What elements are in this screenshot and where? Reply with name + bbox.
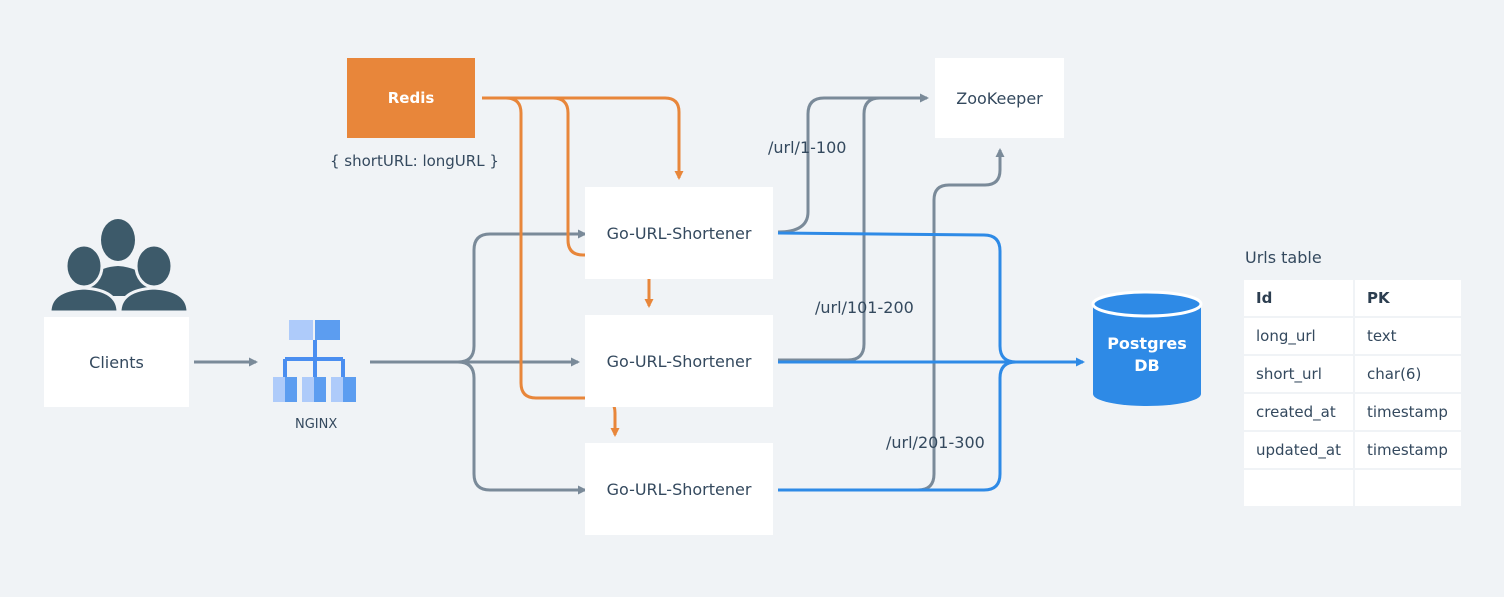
zookeeper-label: ZooKeeper	[956, 88, 1043, 108]
postgres-label: Postgres DB	[1093, 333, 1201, 377]
redis-note: { shortURL: longURL }	[330, 152, 499, 170]
nginx-label: NGINX	[295, 417, 338, 432]
postgres-label-line1: Postgres	[1107, 334, 1187, 353]
arrows-shorteners-zookeeper	[777, 93, 1005, 492]
table-cell: PK	[1354, 280, 1461, 316]
arrows-shorteners-postgres	[777, 231, 1085, 492]
table-cell: updated_at	[1244, 432, 1353, 468]
table-cell: text	[1354, 318, 1461, 354]
table-cell: char(6)	[1354, 356, 1461, 392]
shortener-node-1: Go-URL-Shortener	[585, 187, 773, 279]
table-title: Urls table	[1245, 248, 1322, 267]
users-icon	[48, 219, 190, 314]
range-label-2: /url/101-200	[815, 298, 914, 317]
database-icon	[1091, 290, 1203, 406]
table-cell: Id	[1244, 280, 1353, 316]
table-cell: timestamp	[1354, 394, 1461, 430]
table-cell	[1354, 470, 1461, 506]
range-label-3: /url/201-300	[886, 433, 985, 452]
zookeeper-node: ZooKeeper	[935, 58, 1064, 138]
table-row: Id PK	[1244, 280, 1461, 316]
shortener-label-2: Go-URL-Shortener	[606, 351, 752, 371]
shortener-node-3: Go-URL-Shortener	[585, 443, 773, 535]
table-row: updated_at timestamp	[1244, 432, 1461, 468]
load-balancer-icon	[273, 320, 356, 402]
table-cell	[1244, 470, 1353, 506]
table-cell: short_url	[1244, 356, 1353, 392]
table-row	[1244, 470, 1461, 506]
table-cell: long_url	[1244, 318, 1353, 354]
table-row: short_url char(6)	[1244, 356, 1461, 392]
clients-node: Clients	[44, 317, 189, 407]
range-label-1: /url/1-100	[768, 138, 847, 157]
shortener-label-1: Go-URL-Shortener	[606, 223, 752, 243]
redis-node: Redis	[347, 58, 475, 138]
clients-label: Clients	[89, 352, 144, 372]
urls-table: Id PK long_url text short_url char(6) cr…	[1242, 278, 1463, 508]
postgres-label-line2: DB	[1134, 356, 1160, 375]
table-cell: created_at	[1244, 394, 1353, 430]
table-cell: timestamp	[1354, 432, 1461, 468]
table-row: long_url text	[1244, 318, 1461, 354]
shortener-node-2: Go-URL-Shortener	[585, 315, 773, 407]
table-row: created_at timestamp	[1244, 394, 1461, 430]
arrows-nginx-shorteners	[370, 229, 587, 495]
redis-label: Redis	[387, 89, 435, 107]
shortener-label-3: Go-URL-Shortener	[606, 479, 752, 499]
